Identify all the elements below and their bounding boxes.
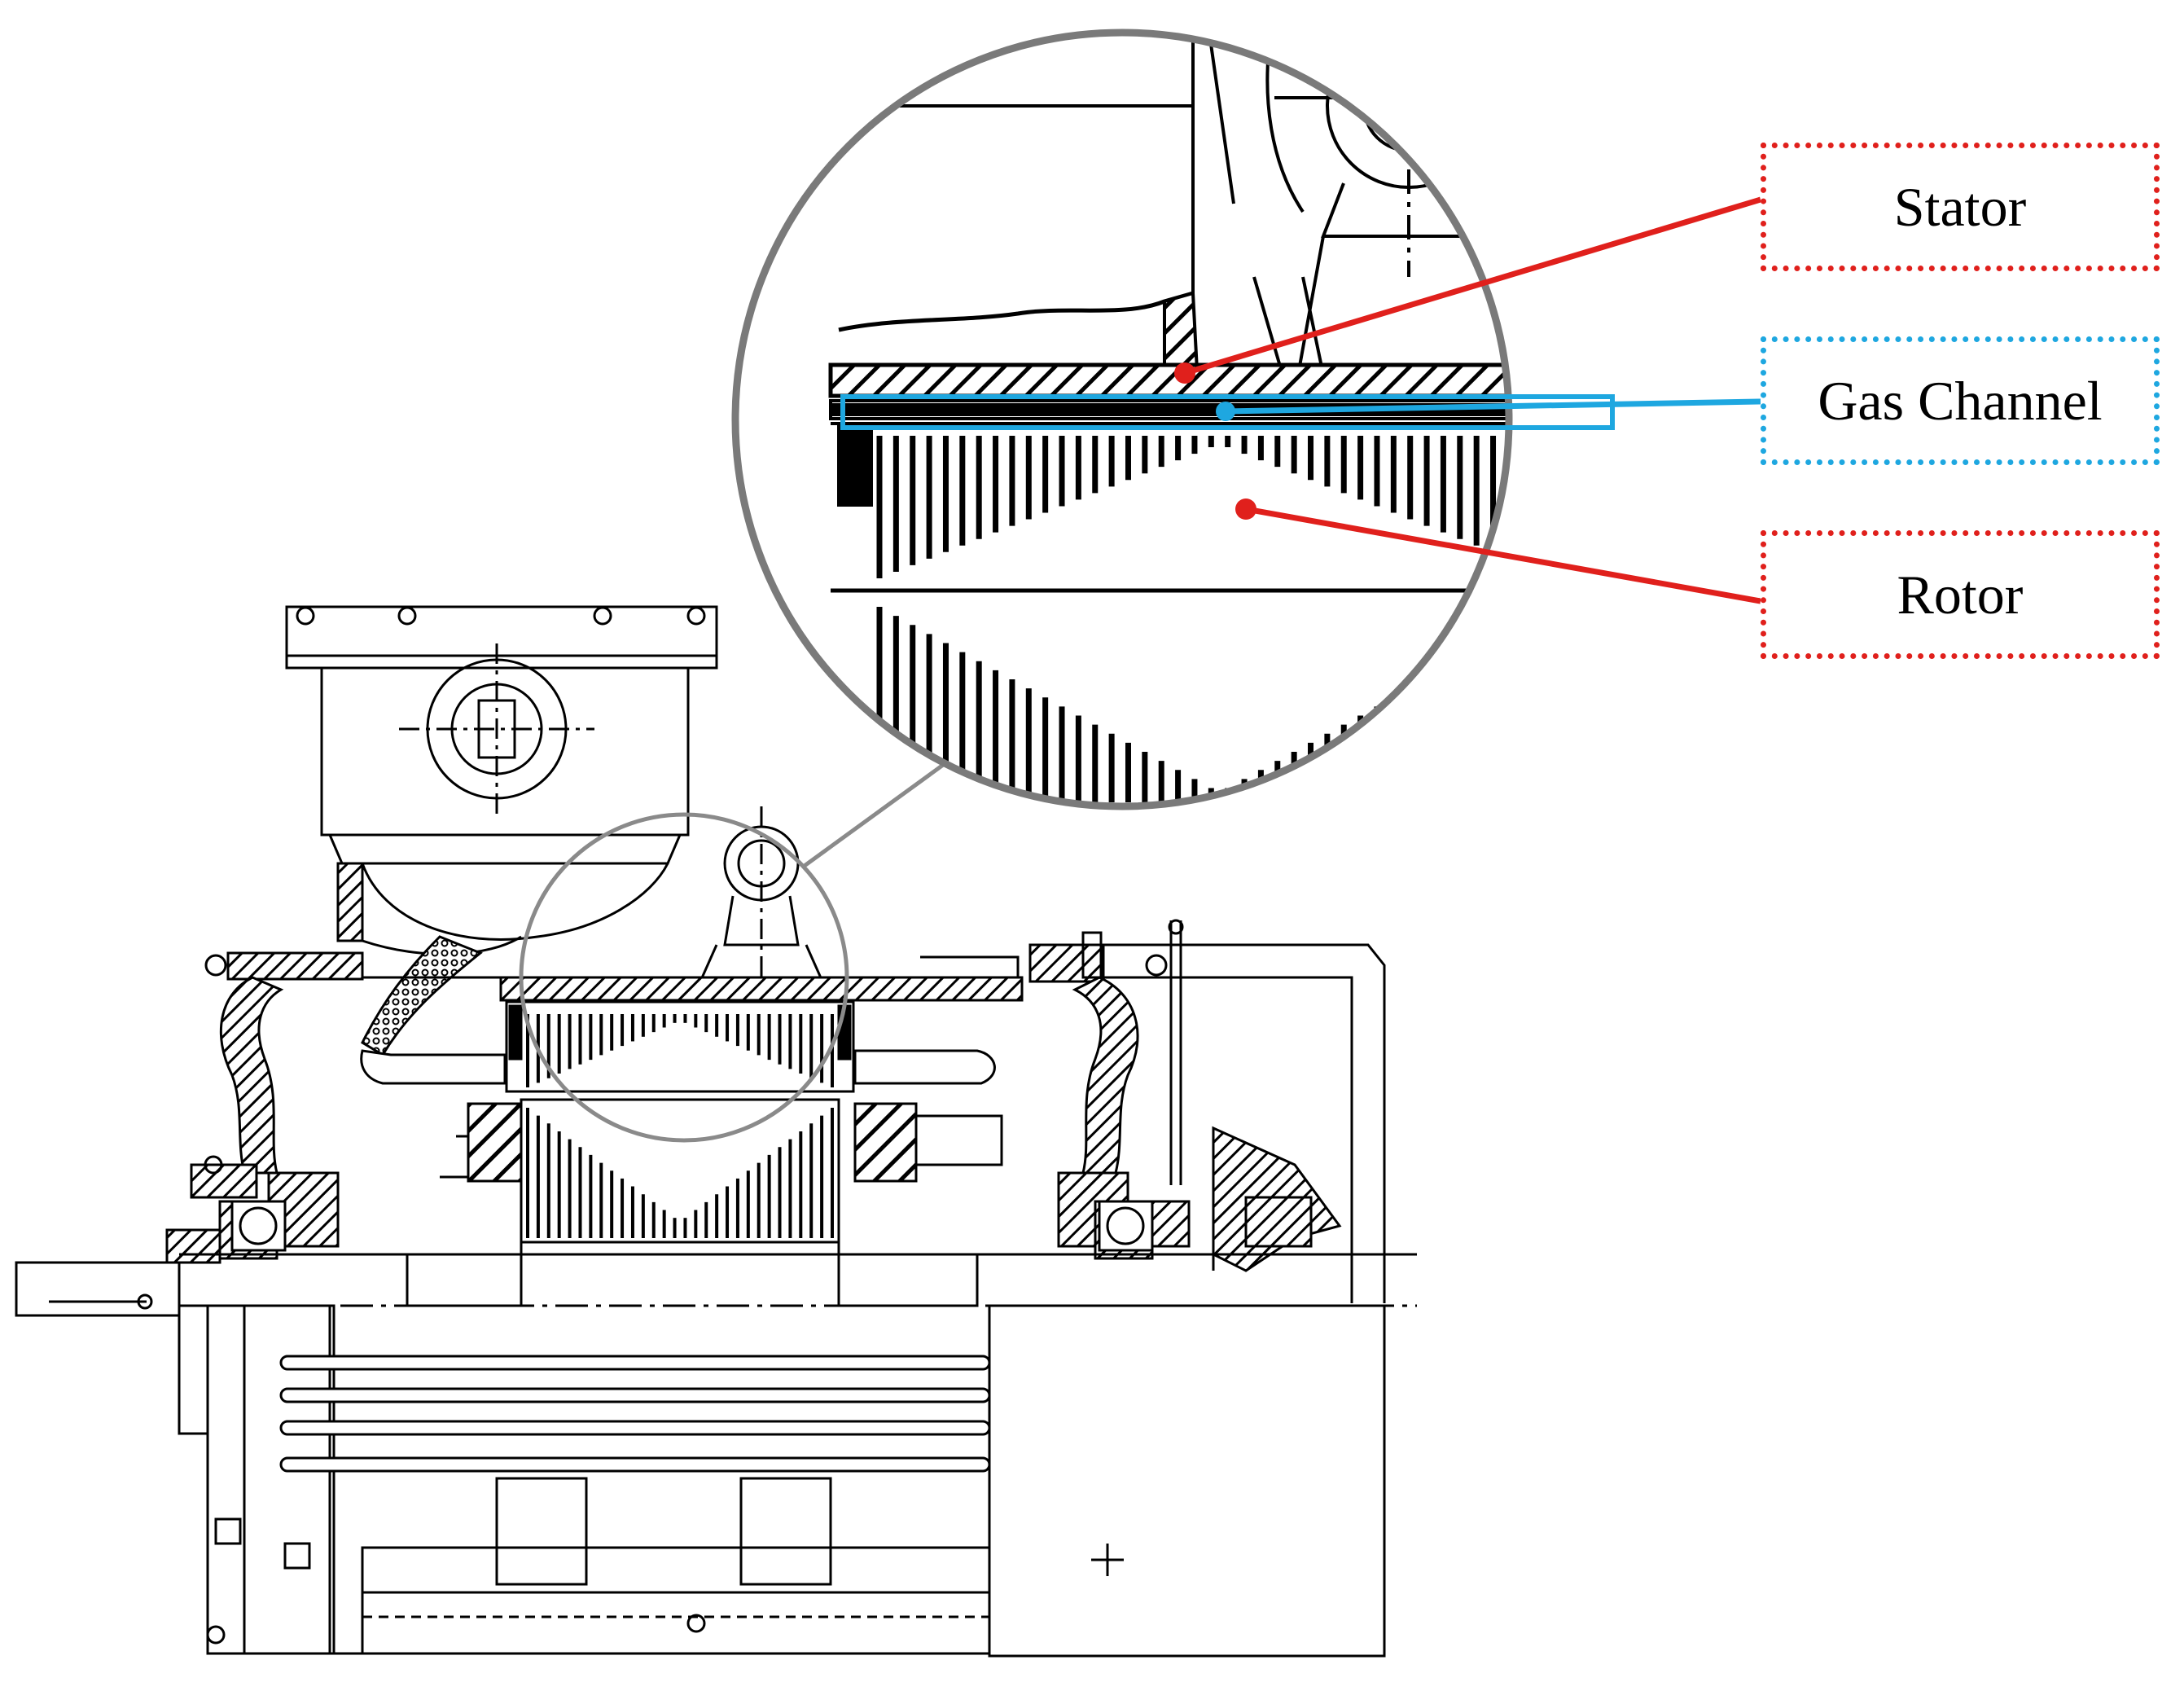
zoom-view [731,29,1615,810]
motor-drawing [15,605,1417,1658]
rotor-core-slots [526,1108,834,1238]
shaft [15,1242,1417,1317]
rotor-marker-dot [1235,498,1256,520]
stator-leader [1183,196,1762,376]
motor-exterior-lower [178,1304,1386,1658]
rotor-label: Rotor [1761,530,2160,659]
gas-channel-marker-dot [1216,402,1235,421]
cooling-rib [279,1355,991,1371]
cooling-rib [279,1387,991,1403]
gas-channel-highlight [840,394,1615,430]
bearings [230,1200,1154,1252]
terminal-box [285,605,718,865]
stator-label: Stator [1761,143,2160,271]
callout-leaders [1174,196,1762,604]
rotor-core [520,1098,840,1244]
gas-channel-label: Gas Channel [1761,336,2160,465]
gas-channel-label-text: Gas Channel [1818,369,2103,432]
magnifier-source-circle [519,812,849,1143]
rotor-leader [1245,506,1761,604]
stator-yoke [226,919,1386,1303]
cooling-rib [279,1420,991,1436]
cooling-ribs [279,1355,991,1473]
stator-core [505,1000,855,1093]
rotor-label-text: Rotor [1897,563,2024,626]
cooling-rib [279,1456,991,1473]
stator-marker-dot [1174,362,1195,384]
stator-label-text: Stator [1893,175,2027,238]
gas-channel-leader [1225,398,1761,415]
cooling-fan [1212,1126,1342,1272]
